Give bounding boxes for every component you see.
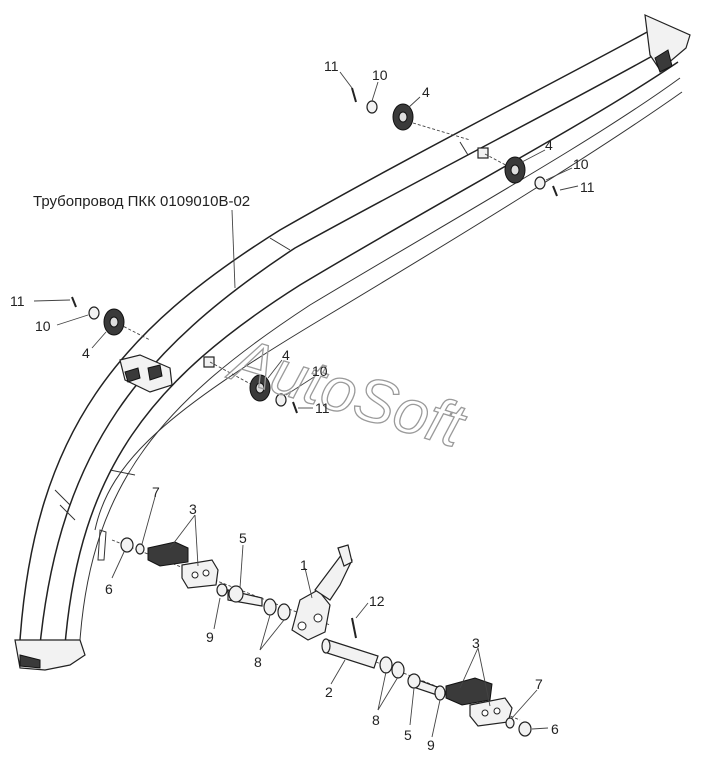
hinge-assembly bbox=[111, 537, 532, 737]
washer-7-left bbox=[135, 543, 145, 555]
callout-7-left: 7 bbox=[152, 484, 160, 500]
roller-set-left bbox=[71, 296, 151, 341]
callout-10-left: 10 bbox=[35, 318, 51, 334]
washer-10-right bbox=[534, 176, 546, 190]
callout-12: 12 bbox=[369, 593, 385, 609]
callout-11-right: 11 bbox=[580, 179, 595, 195]
pipeline-label: Трубопровод ПКК 0109010В-02 bbox=[33, 193, 250, 210]
watermark-text: AutoSoft bbox=[220, 324, 474, 461]
callout-1: 1 bbox=[300, 557, 308, 573]
callout-4-left: 4 bbox=[82, 345, 90, 361]
washer-9-right bbox=[434, 685, 446, 701]
plate-3-light-left bbox=[181, 559, 219, 589]
callout-8-right: 8 bbox=[372, 712, 380, 728]
roller-set-top bbox=[351, 87, 471, 141]
callout-11-top: 11 bbox=[324, 58, 339, 74]
callout-4-center: 4 bbox=[282, 347, 290, 363]
bracket-1 bbox=[291, 589, 331, 641]
callout-2: 2 bbox=[325, 684, 333, 700]
roller-set-center bbox=[209, 361, 298, 414]
axle-2 bbox=[323, 639, 379, 669]
callouts: 11 10 4 4 10 11 11 10 4 4 10 11 7 6 3 5 … bbox=[10, 58, 595, 753]
washer-10-center bbox=[275, 393, 287, 407]
washer-10-top bbox=[366, 100, 378, 114]
leader-lines bbox=[33, 71, 579, 738]
callout-5-right: 5 bbox=[404, 727, 412, 743]
washer-8-left-a bbox=[263, 598, 277, 616]
washer-8-right-a bbox=[379, 656, 393, 674]
callout-10-right: 10 bbox=[573, 156, 589, 172]
callout-4-right: 4 bbox=[545, 137, 553, 153]
callout-4-top: 4 bbox=[422, 84, 430, 100]
callout-8-left: 8 bbox=[254, 654, 262, 670]
boom-assembly bbox=[14, 14, 691, 671]
callout-11-center: 11 bbox=[315, 400, 330, 416]
callout-3-right: 3 bbox=[472, 635, 480, 651]
nut-6-left bbox=[120, 537, 134, 553]
callout-3-left: 3 bbox=[189, 501, 197, 517]
callout-10-top: 10 bbox=[372, 67, 388, 83]
plate-3-dark-right bbox=[445, 677, 493, 706]
roller-set-right bbox=[484, 153, 558, 197]
callout-6-left: 6 bbox=[105, 581, 113, 597]
callout-7-right: 7 bbox=[535, 676, 543, 692]
callout-10-center: 10 bbox=[312, 363, 328, 379]
callout-6-right: 6 bbox=[551, 721, 559, 737]
washer-9-left bbox=[216, 583, 228, 597]
washer-7-right bbox=[505, 717, 515, 729]
washer-10-left bbox=[88, 306, 100, 320]
washer-8-left-b bbox=[277, 603, 291, 621]
callout-9-left: 9 bbox=[206, 629, 214, 645]
plate-3-dark-left bbox=[147, 541, 189, 567]
cotter-pin-12 bbox=[351, 617, 357, 639]
callout-9-right: 9 bbox=[427, 737, 435, 753]
washer-8-right-b bbox=[391, 661, 405, 679]
nut-6-right bbox=[518, 721, 532, 737]
callout-11-left: 11 bbox=[10, 293, 25, 309]
callout-5-left: 5 bbox=[239, 530, 247, 546]
